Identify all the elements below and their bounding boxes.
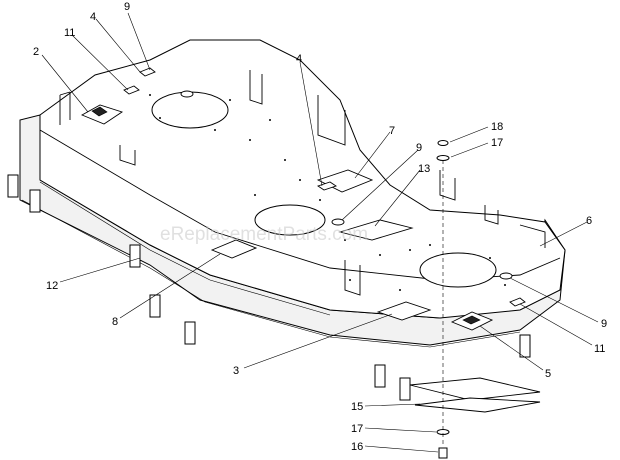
callout-5: 5 <box>545 368 551 380</box>
skirt-brackets <box>7 174 531 401</box>
left-spindle-opening <box>151 91 229 129</box>
blade-icon <box>414 397 541 413</box>
callout-2: 2 <box>33 46 39 58</box>
callout-3: 3 <box>233 365 239 377</box>
decal-2-symbol <box>91 106 108 117</box>
decal-13-strip <box>338 219 414 241</box>
watermark: eReplacementParts.com <box>160 224 368 245</box>
callout-6: 6 <box>586 215 592 227</box>
bolt-icon <box>438 447 448 459</box>
callout-15: 15 <box>351 401 363 413</box>
leader-lines <box>41 12 599 453</box>
nut-icon <box>437 140 449 146</box>
callout-8: 8 <box>112 316 118 328</box>
callout-17-top: 17 <box>491 137 503 149</box>
washer-icon <box>436 155 450 161</box>
right-spindle-opening <box>419 252 497 288</box>
callout-18: 18 <box>491 121 503 133</box>
callout-11-right: 11 <box>594 343 605 355</box>
decal-3 <box>376 301 432 321</box>
callout-4-top: 4 <box>90 11 96 23</box>
callout-9-top: 9 <box>124 1 130 13</box>
callout-13: 13 <box>418 163 430 175</box>
callout-9-right: 9 <box>601 318 607 330</box>
blade-15 <box>409 377 541 401</box>
decal-11-left <box>123 85 140 95</box>
decal-9-center <box>331 218 345 226</box>
callout-9-center: 9 <box>416 142 422 154</box>
skirt-inner-edge <box>39 181 331 316</box>
skirt-lower-edge <box>21 199 521 348</box>
callout-17-lower: 17 <box>351 423 363 435</box>
callout-12: 12 <box>46 280 58 292</box>
callout-4-center: 4 <box>296 53 302 65</box>
callout-16: 16 <box>351 441 363 453</box>
decal-9-right <box>499 272 513 280</box>
center-spindle-opening <box>254 204 326 236</box>
deck-brackets <box>59 70 546 296</box>
callout-7: 7 <box>389 125 395 137</box>
decal-5-symbol <box>462 315 481 325</box>
decal-8 <box>210 239 258 259</box>
decal-9-left <box>180 90 194 98</box>
callout-11-top: 11 <box>64 27 75 39</box>
decal-11-right <box>509 297 526 307</box>
mounting-holes <box>149 94 506 291</box>
decal-4-center <box>316 181 338 191</box>
decal-4-left <box>139 67 156 77</box>
